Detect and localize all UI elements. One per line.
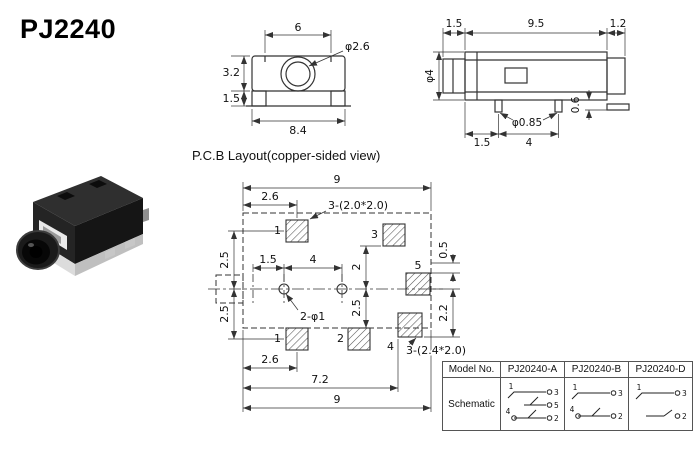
dim-pcb-left-lower: 2.5 — [218, 305, 231, 323]
pin-label: 2 — [554, 414, 559, 423]
dim-pcb-top-left: 2.6 — [261, 190, 279, 203]
note-bottom-pads: 3-(2.4*2.0) — [406, 344, 466, 357]
pad-label-5: 5 — [415, 259, 422, 272]
side-view-drawing: 1.5 9.5 1.2 φ4 φ0.85 0.6 1.5 4 — [425, 18, 630, 149]
dim-pcb-hole-left: 1.5 — [259, 253, 277, 266]
note-holes: 2-φ1 — [300, 310, 325, 323]
schematic-row: Schematic 1 3 5 4 2 — [442, 377, 693, 431]
dim-side-pin-pitch: 4 — [526, 137, 533, 149]
front-view-drawing: 6 3.2 1.5 8.4 φ2.6 — [223, 21, 370, 137]
dim-side-barrel-dia: φ4 — [425, 69, 436, 83]
page-title: PJ2240 — [20, 14, 117, 44]
dim-side-pin-dia: φ0.85 — [512, 117, 542, 129]
model-table: Model No. PJ20240-A PJ20240-B PJ20240-D … — [442, 361, 693, 431]
pad-4 — [397, 312, 423, 338]
front-view-outline — [246, 55, 351, 107]
dim-front-height-upper: 3.2 — [223, 66, 241, 79]
pin-label: 1 — [572, 383, 577, 392]
dim-front-bottom-width: 8.4 — [289, 124, 307, 137]
dim-side-bottom-left: 1.5 — [474, 137, 491, 149]
schematic-d: 1 3 2 — [635, 383, 687, 421]
pad-label-3: 3 — [371, 228, 378, 241]
header-model-no: Model No. — [442, 361, 501, 378]
side-view-outline — [442, 51, 630, 113]
pin-label: 1 — [508, 382, 513, 391]
schematic-b-pins: 1 3 4 2 — [569, 383, 622, 421]
pcb-pads — [285, 219, 431, 351]
dim-pcb-top-width: 9 — [334, 173, 341, 186]
product-photo-illustration — [16, 176, 149, 276]
pin-label: 4 — [505, 407, 510, 416]
hole-1 — [278, 283, 290, 295]
schematic-cell-b: 1 3 4 2 — [564, 377, 629, 431]
pin-label: 3 — [682, 389, 687, 398]
schematic-a-symbol — [507, 389, 552, 421]
pin-label: 3 — [618, 389, 623, 398]
header-model-b: PJ20240-B — [564, 361, 629, 378]
dim-pcb-right-lower: 2.2 — [437, 304, 450, 322]
note-top-pads: 3-(2.0*2.0) — [328, 199, 388, 212]
product-photo — [16, 176, 149, 276]
pad-label-2: 2 — [337, 332, 344, 345]
pad-5 — [405, 272, 431, 296]
dim-pcb-left-upper: 2.5 — [218, 251, 231, 269]
pin-label: 2 — [618, 412, 623, 421]
schematic-cell-a: 1 3 5 4 2 — [500, 377, 565, 431]
pcb-dim-text: 9 2.6 3-(2.0*2.0) 1.5 4 2.5 2.5 2 2.5 0.… — [218, 173, 468, 406]
pin-label: 3 — [554, 388, 559, 397]
dim-front-height-lower: 1.5 — [223, 92, 241, 105]
hole-2 — [336, 283, 348, 295]
pin-label: 4 — [569, 405, 574, 414]
side-view-dim-text: 1.5 9.5 1.2 φ4 φ0.85 0.6 1.5 4 — [425, 18, 626, 149]
pcb-layout-drawing: 9 2.6 3-(2.0*2.0) 1.5 4 2.5 2.5 2 2.5 0.… — [208, 173, 468, 412]
dim-front-hole-dia: φ2.6 — [345, 40, 370, 53]
pcb-dim-lines — [228, 182, 460, 412]
pin-label: 2 — [682, 412, 687, 421]
schematic-d-pins: 1 3 2 — [636, 383, 686, 421]
dim-pcb-bottom-width: 9 — [334, 393, 341, 406]
dim-side-lead-offset: 0.6 — [570, 96, 582, 113]
pcb-layout-caption: P.C.B Layout(copper-sided view) — [192, 148, 381, 163]
dim-side-top-left: 1.5 — [446, 18, 463, 30]
dim-front-top-width: 6 — [295, 21, 302, 34]
pad-label-4: 4 — [387, 340, 394, 353]
dim-pcb-bottom-inner: 7.2 — [311, 373, 329, 386]
side-view-dim-lines — [433, 28, 626, 138]
dim-pcb-mid-upper: 2 — [350, 264, 363, 271]
pin-label: 5 — [554, 401, 559, 410]
pad-1-bottom — [285, 327, 309, 351]
dim-pcb-mid-lower: 2.5 — [350, 299, 363, 317]
schematic-cell-d: 1 3 2 — [628, 377, 693, 431]
dim-pcb-right-upper: 0.5 — [437, 241, 450, 259]
pin-label: 1 — [636, 383, 641, 392]
header-model-d: PJ20240-D — [628, 361, 693, 378]
pad-label-1-bottom: 1 — [274, 332, 281, 345]
dim-pcb-hole-pitch: 4 — [310, 253, 317, 266]
schematic-b: 1 3 4 2 — [569, 383, 622, 421]
dim-side-top-right: 1.2 — [610, 18, 627, 30]
schematic-b-symbol — [571, 390, 616, 419]
row-label-schematic: Schematic — [442, 377, 501, 431]
model-header-row: Model No. PJ20240-A PJ20240-B PJ20240-D — [442, 361, 693, 378]
pcb-outline — [208, 212, 443, 329]
schematic-a-pins: 1 3 5 4 2 — [505, 382, 558, 423]
pcb-holes — [278, 283, 348, 295]
schematic-a: 1 3 5 4 2 — [505, 382, 558, 423]
front-view-dim-lines — [231, 30, 346, 126]
header-model-a: PJ20240-A — [500, 361, 565, 378]
dim-side-top-body: 9.5 — [528, 18, 545, 30]
pad-1-top — [285, 219, 309, 243]
schematic-d-symbol — [635, 390, 680, 419]
pad-3 — [382, 223, 406, 247]
pad-label-1-top: 1 — [274, 224, 281, 237]
dim-pcb-bottom-left: 2.6 — [261, 353, 279, 366]
pad-2 — [347, 327, 371, 351]
front-view-dim-text: 6 3.2 1.5 8.4 φ2.6 — [223, 21, 370, 137]
